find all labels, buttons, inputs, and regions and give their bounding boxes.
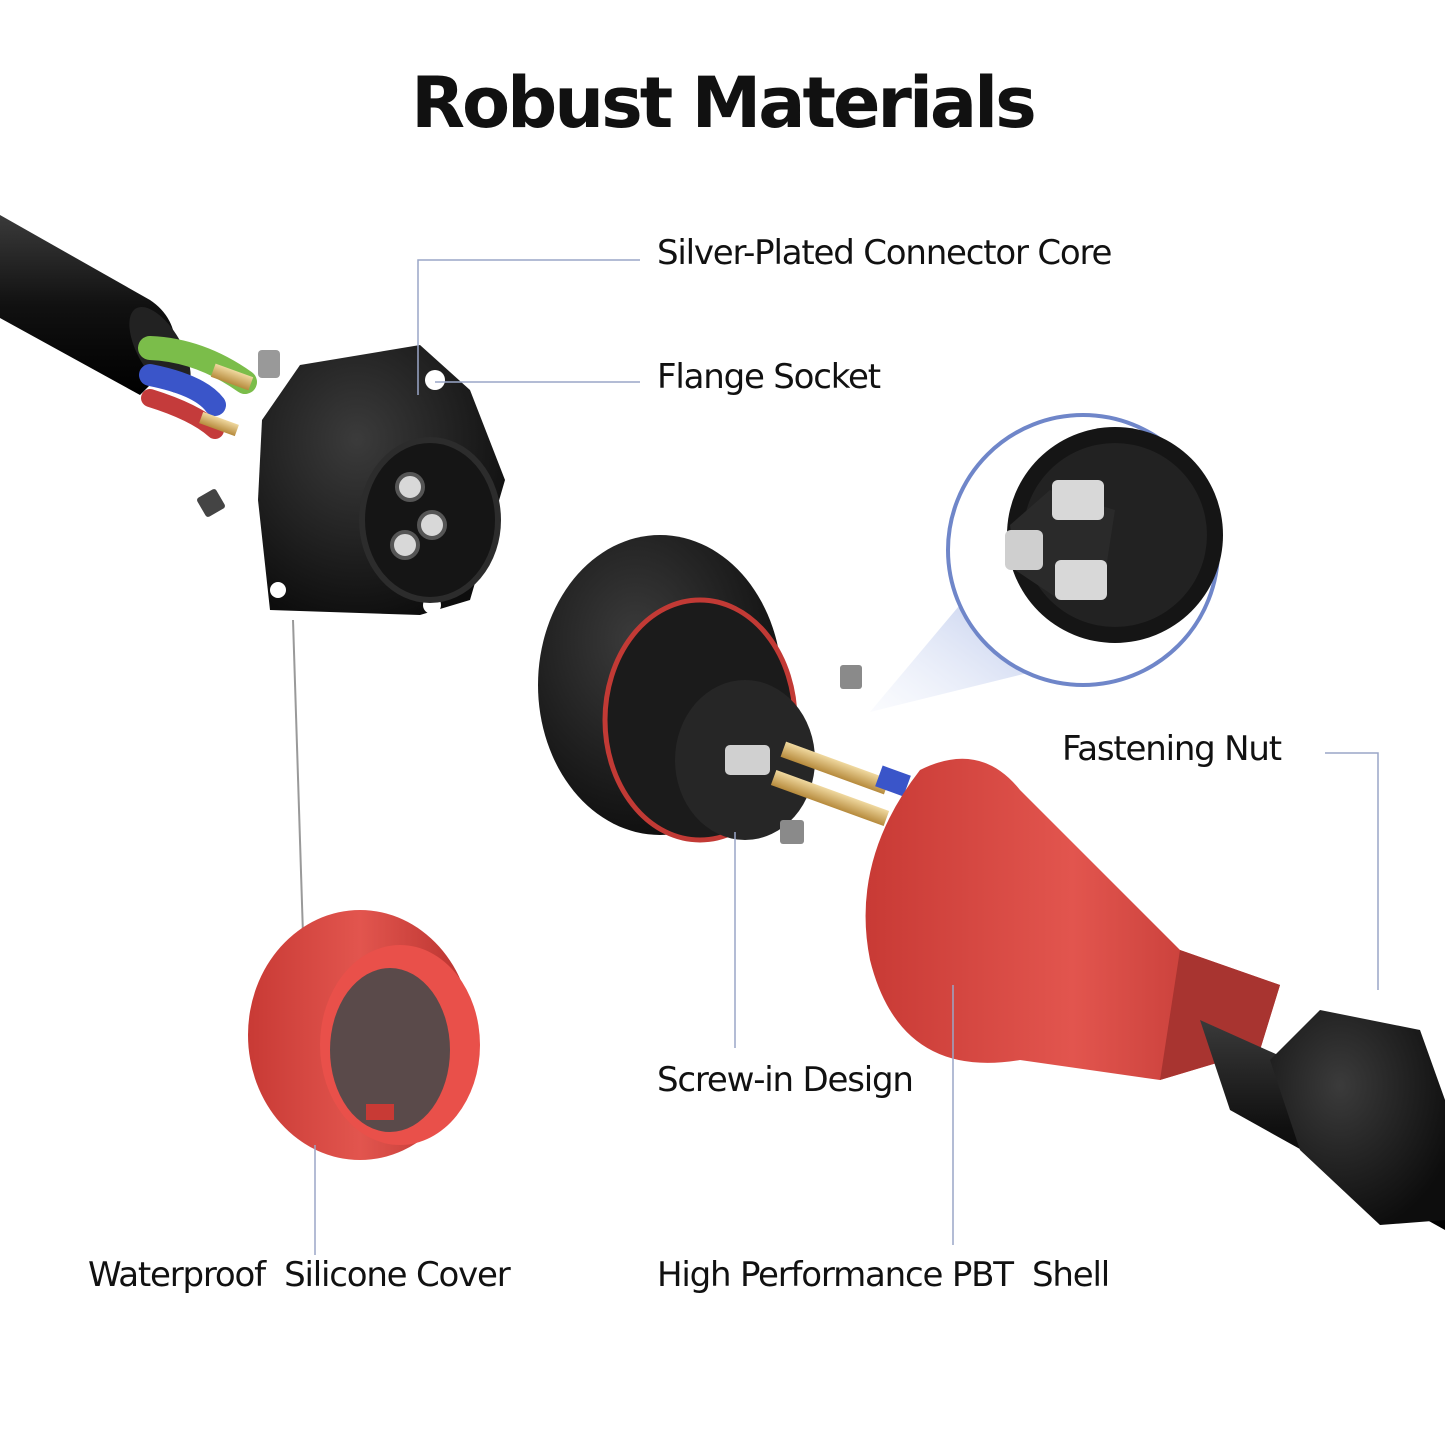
label-silicone-cover: Waterproof Silicone Cover	[88, 1255, 511, 1295]
fastening-nut	[1200, 1010, 1445, 1230]
flange-socket	[197, 345, 505, 936]
leader-core	[417, 259, 640, 395]
receptacle	[538, 535, 911, 844]
leader-lines	[314, 259, 1379, 1255]
leader-nut	[1325, 752, 1379, 990]
page-title: Robust Materials	[411, 62, 1037, 144]
left-wires	[138, 336, 257, 439]
label-pbt-shell: High Performance PBT Shell	[657, 1255, 1110, 1295]
label-connector-core: Silver-Plated Connector Core	[657, 233, 1112, 273]
label-screw-in-design: Screw-in Design	[657, 1060, 914, 1100]
waterproof-cover	[248, 910, 480, 1160]
label-fastening-nut: Fastening Nut	[1062, 729, 1282, 769]
magnifier-inset	[870, 413, 1223, 712]
label-flange-socket: Flange Socket	[657, 357, 881, 397]
